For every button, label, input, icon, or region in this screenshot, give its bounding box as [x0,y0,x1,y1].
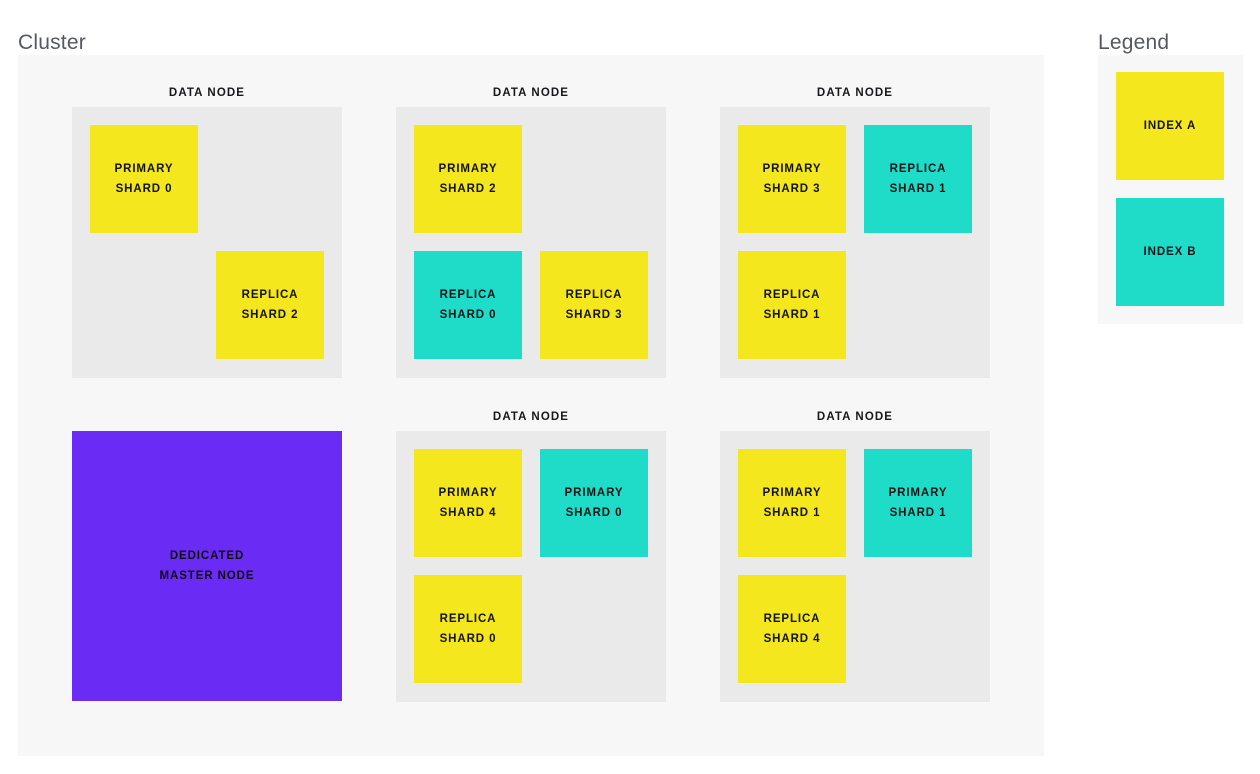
data-node-panel: PRIMARY SHARD 4 PRIMARY SHARD 0 REPLICA SHARD… [396,431,666,702]
shard-role: REPLICA [565,288,623,301]
shard-role: PRIMARY [438,486,498,499]
shard-role: REPLICA [763,288,821,301]
shard-tile[interactable]: REPLICA SHARD 3 [540,251,648,359]
data-node-panel: PRIMARY SHARD 3 REPLICA SHARD 1 REPLICA SHARD… [720,107,990,378]
legend-item-index-a[interactable]: INDEX A [1116,72,1224,180]
cluster-container: DATA NODE PRIMARY SHARD 0 REPLICA SHARD 2 DAT… [18,55,1044,756]
shard-tile[interactable]: REPLICA SHARD 0 [414,575,522,683]
legend-item-label: INDEX A [1143,120,1197,132]
shard-slot-empty [540,125,648,233]
shard-tile[interactable]: REPLICA SHARD 0 [414,251,522,359]
shard-tile[interactable]: PRIMARY SHARD 1 [738,449,846,557]
shard-number: SHARD 2 [439,183,497,195]
shard-tile[interactable]: PRIMARY SHARD 0 [90,125,198,233]
master-node-line-1: DEDICATED [169,549,245,562]
shard-tile[interactable]: PRIMARY SHARD 2 [414,125,522,233]
shard-number: SHARD 4 [439,507,497,519]
shard-number: SHARD 1 [889,183,947,195]
shard-tile[interactable]: PRIMARY SHARD 1 [864,449,972,557]
shard-tile[interactable]: PRIMARY SHARD 4 [414,449,522,557]
shard-number: SHARD 3 [565,309,623,321]
shard-tile[interactable]: PRIMARY SHARD 0 [540,449,648,557]
dedicated-master-node[interactable]: DEDICATED MASTER NODE [72,431,342,701]
data-node-label: DATA NODE [816,411,894,423]
legend-heading: Legend [1098,31,1170,55]
shard-role: REPLICA [889,162,947,175]
shard-number: SHARD 3 [763,183,821,195]
shard-role: PRIMARY [564,486,624,499]
data-node-label: DATA NODE [492,411,570,423]
shard-number: SHARD 0 [565,507,623,519]
shard-role: REPLICA [241,288,299,301]
shard-role: PRIMARY [762,486,822,499]
shard-grid: PRIMARY SHARD 2 REPLICA SHARD 0 REPLICA SHARD… [414,125,648,359]
data-node-label: DATA NODE [492,87,570,99]
shard-slot-empty [864,575,972,683]
shard-grid: PRIMARY SHARD 1 PRIMARY SHARD 1 REPLICA SHARD… [738,449,972,683]
shard-role: REPLICA [439,612,497,625]
shard-number: SHARD 0 [439,633,497,645]
data-node-panel: PRIMARY SHARD 2 REPLICA SHARD 0 REPLICA SHARD… [396,107,666,378]
shard-slot-empty [90,251,198,359]
shard-number: SHARD 0 [439,309,497,321]
shard-tile[interactable]: PRIMARY SHARD 3 [738,125,846,233]
shard-slot-empty [540,575,648,683]
shard-slot-empty [216,125,324,233]
cluster-heading: Cluster [18,31,86,55]
data-node-panel: PRIMARY SHARD 0 REPLICA SHARD 2 [72,107,342,378]
data-node-label: DATA NODE [168,87,246,99]
legend-item-label: INDEX B [1143,246,1197,258]
shard-number: SHARD 2 [241,309,299,321]
shard-number: SHARD 4 [763,633,821,645]
shard-grid: PRIMARY SHARD 3 REPLICA SHARD 1 REPLICA SHARD… [738,125,972,359]
legend-item-index-b[interactable]: INDEX B [1116,198,1224,306]
shard-grid: PRIMARY SHARD 4 PRIMARY SHARD 0 REPLICA SHARD… [414,449,648,683]
shard-number: SHARD 0 [115,183,173,195]
shard-tile[interactable]: REPLICA SHARD 4 [738,575,846,683]
shard-number: SHARD 1 [889,507,947,519]
shard-tile[interactable]: REPLICA SHARD 2 [216,251,324,359]
shard-role: PRIMARY [888,486,948,499]
shard-tile[interactable]: REPLICA SHARD 1 [738,251,846,359]
shard-tile[interactable]: REPLICA SHARD 1 [864,125,972,233]
shard-role: REPLICA [763,612,821,625]
data-node-label: DATA NODE [816,87,894,99]
master-node-line-2: MASTER NODE [159,570,255,582]
shard-role: PRIMARY [438,162,498,175]
legend-container: INDEX A INDEX B [1098,55,1243,324]
shard-role: REPLICA [439,288,497,301]
shard-number: SHARD 1 [763,507,821,519]
shard-slot-empty [864,251,972,359]
shard-role: PRIMARY [762,162,822,175]
shard-grid: PRIMARY SHARD 0 REPLICA SHARD 2 [90,125,324,359]
data-node-panel: PRIMARY SHARD 1 PRIMARY SHARD 1 REPLICA SHARD… [720,431,990,702]
shard-number: SHARD 1 [763,309,821,321]
shard-role: PRIMARY [114,162,174,175]
